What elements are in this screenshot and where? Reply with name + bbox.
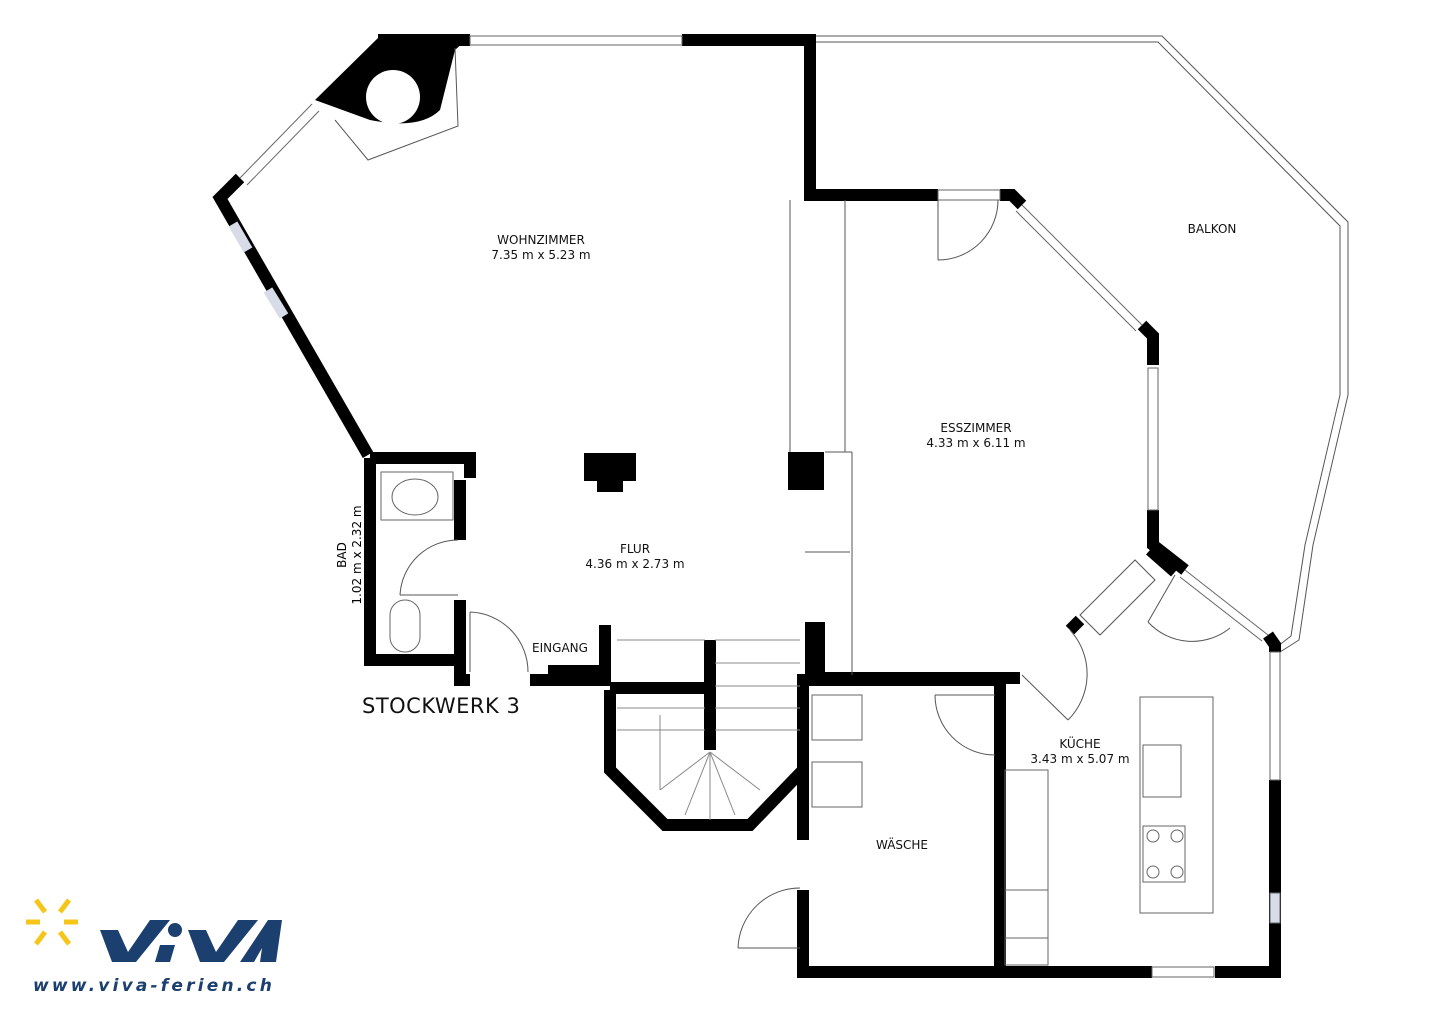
walls bbox=[212, 34, 1281, 978]
room-label-eingang: EINGANG bbox=[532, 641, 588, 655]
viva-logo-sun-icon bbox=[26, 898, 78, 946]
room-size: 4.36 m x 2.73 m bbox=[585, 557, 685, 571]
room-size: 7.35 m x 5.23 m bbox=[491, 248, 591, 262]
room-size: 4.33 m x 6.11 m bbox=[926, 436, 1026, 450]
floor-title: STOCKWERK 3 bbox=[362, 694, 521, 718]
door-swings bbox=[399, 199, 1231, 949]
windows bbox=[239, 35, 1281, 978]
balcony-railing bbox=[815, 35, 1349, 653]
room-name: ESSZIMMER bbox=[940, 421, 1012, 435]
viva-logo-wordmark bbox=[100, 920, 282, 962]
chimney bbox=[584, 453, 636, 481]
room-name: KÜCHE bbox=[1059, 737, 1101, 751]
room-name: FLUR bbox=[619, 542, 651, 556]
room-label-waesche: WÄSCHE bbox=[875, 838, 929, 852]
room-size: 1.02 m x 2.32 m bbox=[350, 505, 364, 605]
room-name: BAD bbox=[335, 542, 349, 568]
logo-url: www.viva-ferien.ch bbox=[33, 976, 276, 996]
room-name: WOHNZIMMER bbox=[497, 233, 585, 247]
room-size: 3.43 m x 5.07 m bbox=[1030, 752, 1130, 766]
room-label-balkon: BALKON bbox=[1187, 222, 1237, 236]
stairs bbox=[617, 639, 800, 820]
fixtures bbox=[380, 471, 1214, 966]
